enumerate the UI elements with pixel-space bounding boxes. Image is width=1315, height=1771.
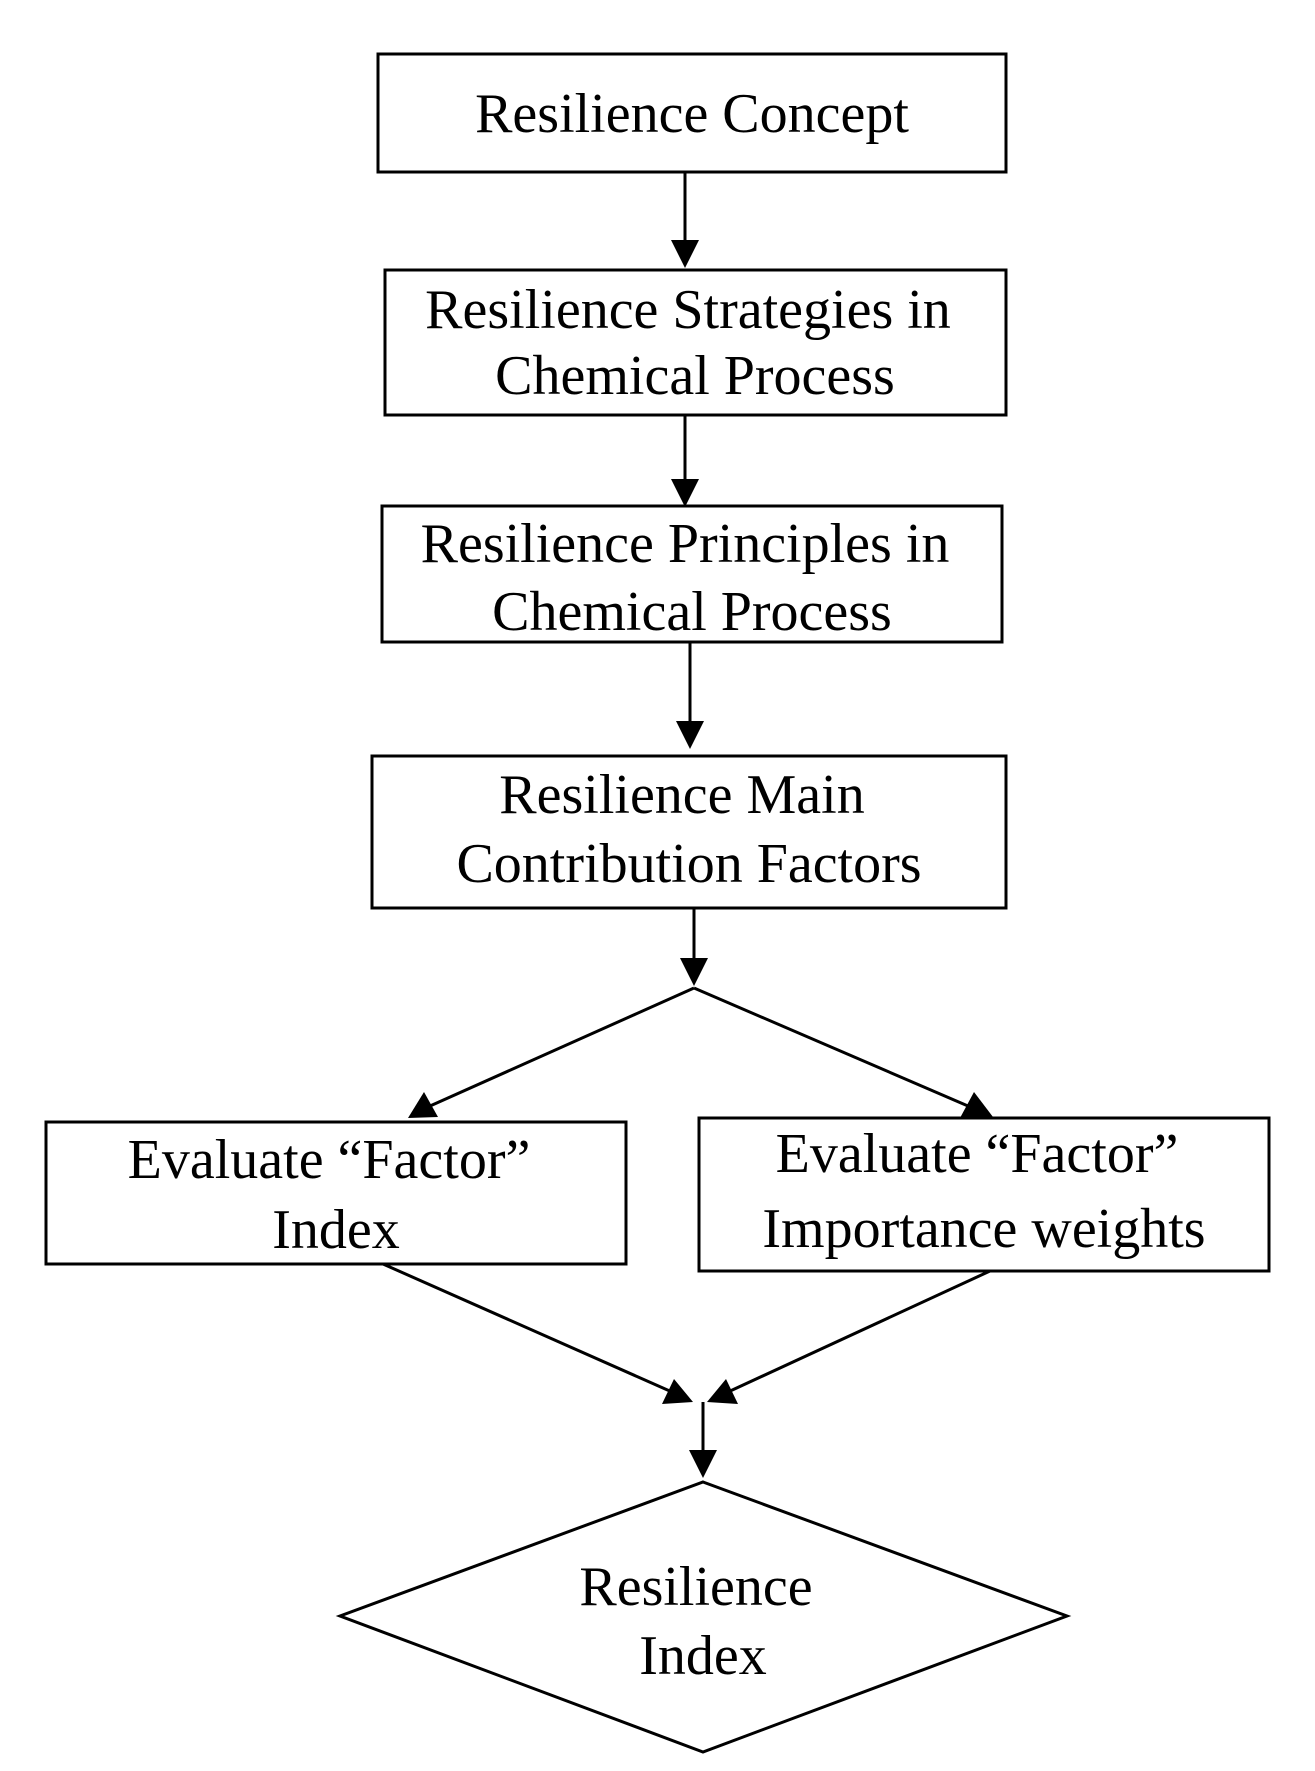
node-main-contribution-factors-line-1: Resilience Main [499,764,864,826]
node-resilience-principles: Resilience Principles in Chemical Proces… [380,495,1004,644]
node-evaluate-factor-index-box [44,1120,628,1266]
node-resilience-concept-box [376,52,1008,174]
svg-text:Evaluate “Factor” Import: Evaluate “Factor” Importance weights [762,1105,1205,1260]
arrowhead-split-to-factor-index [408,1092,438,1118]
node-evaluate-importance-weights-box [697,1116,1271,1273]
node-main-contribution-factors: Resilience Main Contribution Factors [370,746,1008,910]
arrowhead-principles-to-factors [676,721,704,749]
node-resilience-concept: Resilience Concept [376,52,1008,174]
node-evaluate-importance-weights-line-1: Evaluate “Factor” [776,1123,1179,1185]
node-evaluate-importance-weights: Evaluate “Factor” Importance weights [697,1105,1271,1273]
arrowhead-factor-index-to-merge [662,1379,693,1404]
node-resilience-principles-line-2: Chemical Process [492,581,892,643]
node-resilience-principles-box [380,504,1004,644]
arrowhead-split-to-importance-weights [960,1092,993,1118]
node-resilience-index-line-2: Index [639,1625,767,1687]
node-resilience-strategies-box [383,268,1008,417]
node-resilience-index: Resilience Index [335,1480,1072,1754]
arrowhead-merge-to-resilience-index [689,1450,717,1478]
node-evaluate-factor-index-line-1: Evaluate “Factor” [128,1129,531,1191]
svg-text:Resilience Main Contribu: Resilience Main Contribution Factors [456,746,921,895]
node-resilience-concept-line-1: Resilience Concept [475,83,909,145]
svg-text:Resilience Concept: Resilience Concept [475,83,909,145]
svg-text:Resilience Strategies in: Resilience Strategies in Chemical Proces… [425,261,965,407]
node-main-contribution-factors-box [370,754,1008,910]
node-evaluate-factor-index-line-2: Index [272,1199,400,1261]
arrowhead-factors-to-split [680,958,708,986]
arrowhead-importance-weights-to-merge [707,1379,738,1404]
node-resilience-strategies-line-2: Chemical Process [495,345,895,407]
node-resilience-principles-line-1: Resilience Principles in [421,513,950,575]
node-resilience-strategies-line-1: Resilience Strategies in [425,279,951,341]
node-resilience-strategies: Resilience Strategies in Chemical Proces… [383,261,1008,417]
svg-text:Evaluate “Factor” Index: Evaluate “Factor” Index [128,1111,545,1261]
node-main-contribution-factors-line-2: Contribution Factors [456,833,921,895]
svg-text:Resilience Principles in: Resilience Principles in Chemical Proces… [421,495,964,643]
arrowhead-strategies-to-principles [671,479,699,507]
node-evaluate-importance-weights-line-2: Importance weights [762,1198,1205,1260]
edges [382,172,993,1478]
node-resilience-index-diamond [335,1480,1072,1754]
edge-factor-index-to-merge [382,1262,673,1394]
edge-split-to-factor-index [429,986,695,1108]
arrowhead-concept-to-strategies [671,240,699,268]
edge-split-to-importance-weights [693,986,969,1108]
edge-importance-weights-to-merge [727,1269,991,1394]
svg-text:Resilience Index: Resilience Index [579,1538,826,1687]
node-evaluate-factor-index: Evaluate “Factor” Index [44,1111,628,1266]
node-resilience-index-line-1: Resilience [579,1556,812,1618]
